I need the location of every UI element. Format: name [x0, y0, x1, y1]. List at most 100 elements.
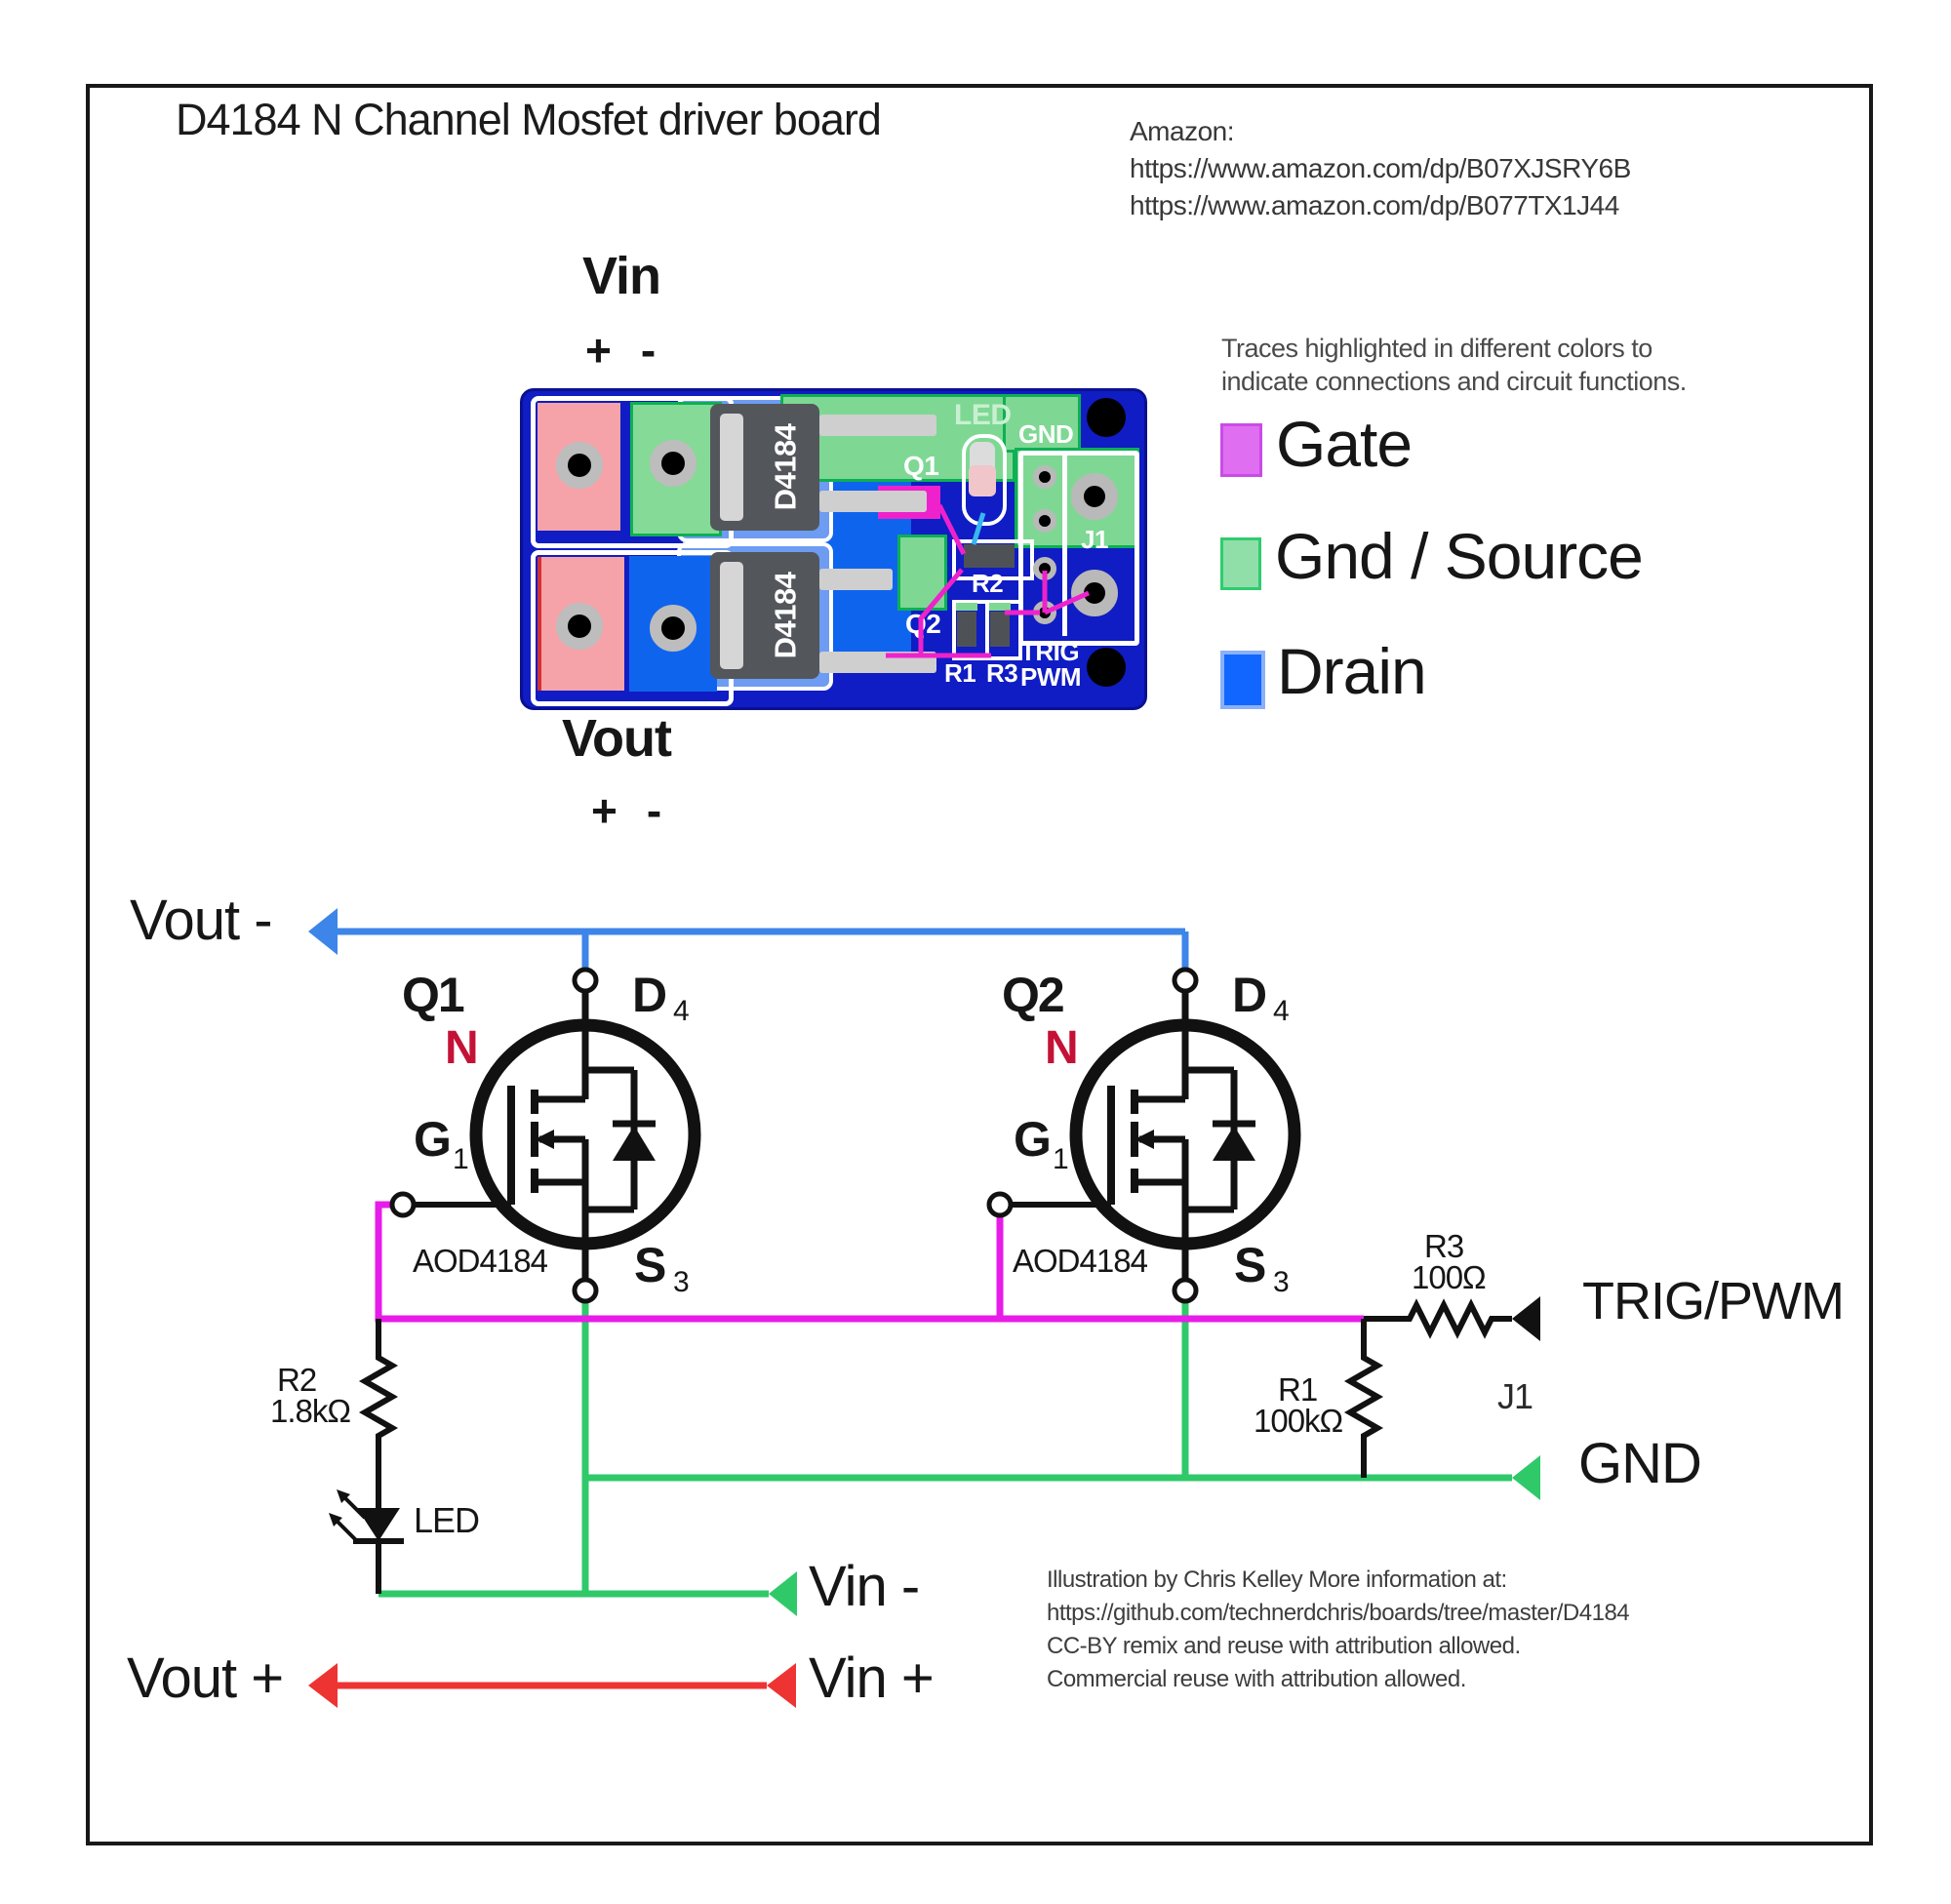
pcb-j1-divider: [1062, 451, 1067, 636]
legend-note-line1: Traces highlighted in different colors t…: [1221, 334, 1652, 363]
pcb-q2-leg-2: [819, 652, 936, 673]
pcb-j1-hole-3: [1033, 557, 1056, 580]
amazon-links: Amazon: https://www.amazon.com/dp/B07XJS…: [1130, 113, 1631, 224]
r3-value: 100Ω: [1412, 1259, 1487, 1295]
r1-value: 100kΩ: [1254, 1403, 1343, 1439]
legend-swatch-drain: [1220, 651, 1265, 709]
q2-pin-s: S: [1234, 1238, 1266, 1292]
pcb-vout-label: Vout: [562, 709, 672, 768]
pcb-r2-outline: [952, 539, 1034, 580]
q1-part-number: AOD4184: [413, 1243, 548, 1279]
legend-note: Traces highlighted in different colors t…: [1221, 332, 1687, 398]
pcb-drill-hole-top: [1087, 398, 1126, 437]
pcb-q2-chip-tab: [720, 562, 743, 669]
pcb-q1-chip-label: D4184: [768, 423, 803, 511]
pcb-silk-q1: Q1: [903, 451, 939, 481]
r2-ref: R2: [277, 1362, 317, 1398]
pcb-drain-pour-right: [821, 451, 911, 657]
q1-pin-d: D: [632, 968, 667, 1022]
q1-pin-s: S: [634, 1238, 666, 1292]
legend-swatch-gate: [1220, 423, 1262, 477]
legend-label-drain: Drain: [1277, 635, 1427, 707]
q2-pin-d: D: [1232, 968, 1267, 1022]
pcb-pad-hole-1: [556, 442, 603, 489]
attribution-line-1: Illustration by Chris Kelley More inform…: [1047, 1567, 1507, 1593]
pcb-r2-body: [964, 544, 1015, 568]
r2-value: 1.8kΩ: [270, 1393, 351, 1429]
amazon-link-2: https://www.amazon.com/dp/B077TX1J44: [1130, 190, 1619, 220]
q2-pin-g: G: [1014, 1112, 1052, 1167]
pcb-pad-hole-4: [650, 605, 697, 652]
port-label-vout-plus: Vout +: [127, 1646, 284, 1710]
q1-ref: Q1: [402, 968, 465, 1022]
outer-border: [86, 84, 1873, 1845]
attribution-line-2: https://github.com/technerdchris/boards/…: [1047, 1600, 1630, 1626]
pcb-pad-hole-2: [650, 440, 697, 487]
legend-note-line2: indicate connections and circuit functio…: [1221, 367, 1687, 396]
pcb-silk-r3: R3: [986, 658, 1018, 688]
pcb-vout-plus-pad: [538, 557, 624, 691]
pcb-vin-polarity: +-: [585, 328, 656, 373]
pcb-j1-hole-4: [1033, 601, 1056, 624]
page-title: D4184 N Channel Mosfet driver board: [176, 95, 882, 144]
r1-ref: R1: [1278, 1371, 1318, 1408]
pcb-silk-led: LED: [954, 399, 1012, 431]
pcb-r3-body: [990, 612, 1010, 647]
pcb-silk-j1: J1: [1081, 525, 1108, 554]
pcb-q1-chip-tab: [720, 414, 743, 521]
q2-pin-d-num: 4: [1273, 995, 1290, 1027]
pcb-source-region: [897, 535, 947, 611]
pcb-q2-chip-label: D4184: [768, 572, 803, 659]
attribution-line-4: Commercial reuse with attribution allowe…: [1047, 1666, 1466, 1692]
q2-pin-g-num: 1: [1053, 1143, 1069, 1175]
pcb-vout-minus: -: [646, 785, 662, 836]
q2-channel: N: [1045, 1022, 1079, 1074]
port-label-vout-minus: Vout -: [130, 889, 273, 952]
pcb-silk-r1: R1: [944, 658, 976, 688]
attribution-block: Illustration by Chris Kelley More inform…: [1047, 1564, 1630, 1696]
pcb-vout-plus: +: [591, 785, 617, 836]
pcb-j1-pad-gnd: [1071, 473, 1118, 520]
pcb-q1-leg-2: [819, 491, 927, 512]
q1-channel: N: [445, 1022, 479, 1074]
amazon-heading: Amazon:: [1130, 116, 1234, 146]
pcb-r1-cap: [956, 603, 977, 611]
port-label-vin-plus: Vin +: [809, 1646, 935, 1710]
q2-part-number: AOD4184: [1013, 1243, 1148, 1279]
pcb-vout-polarity: +-: [591, 788, 661, 833]
pcb-r3-cap: [989, 603, 1011, 611]
q1-pin-d-num: 4: [673, 995, 690, 1027]
pcb-j1-hole-2: [1033, 509, 1056, 533]
pcb-vin-label: Vin: [582, 247, 661, 305]
port-label-gnd: GND: [1578, 1432, 1702, 1495]
q1-pin-g: G: [414, 1112, 452, 1167]
pcb-j1-hole-1: [1033, 465, 1056, 489]
pcb-vin-plus: +: [585, 325, 612, 376]
amazon-link-1: https://www.amazon.com/dp/B07XJSRY6B: [1130, 153, 1631, 183]
legend-label-gate: Gate: [1276, 408, 1413, 480]
r3-ref: R3: [1424, 1228, 1464, 1264]
q1-pin-s-num: 3: [673, 1266, 690, 1298]
pcb-r1-body: [957, 612, 976, 647]
legend-label-gnd-source: Gnd / Source: [1275, 520, 1644, 592]
q1-pin-g-num: 1: [453, 1143, 469, 1175]
q2-pin-s-num: 3: [1273, 1266, 1290, 1298]
pcb-drill-hole-bottom: [1087, 648, 1126, 687]
j1-label: J1: [1497, 1376, 1533, 1416]
pcb-j1-pad-trig: [1071, 570, 1118, 616]
pcb-pad-hole-3: [556, 603, 603, 650]
q2-ref: Q2: [1002, 968, 1065, 1022]
pcb-silk-trig: TRIG: [1020, 637, 1080, 666]
pcb-silk-pwm: PWM: [1020, 662, 1082, 692]
pcb-silk-q2: Q2: [905, 609, 941, 639]
attribution-line-3: CC-BY remix and reuse with attribution a…: [1047, 1633, 1521, 1659]
port-label-vin-minus: Vin -: [809, 1555, 920, 1618]
pcb-silk-r2: R2: [972, 569, 1004, 598]
pcb-j1-outline: [1018, 451, 1139, 646]
legend-swatch-gnd-source: [1220, 537, 1261, 590]
pcb-q2-leg-1: [819, 569, 893, 590]
pcb-silk-gnd: GND: [1018, 419, 1074, 449]
pcb-vin-minus: -: [640, 325, 657, 376]
pcb-led-band: [969, 465, 996, 496]
